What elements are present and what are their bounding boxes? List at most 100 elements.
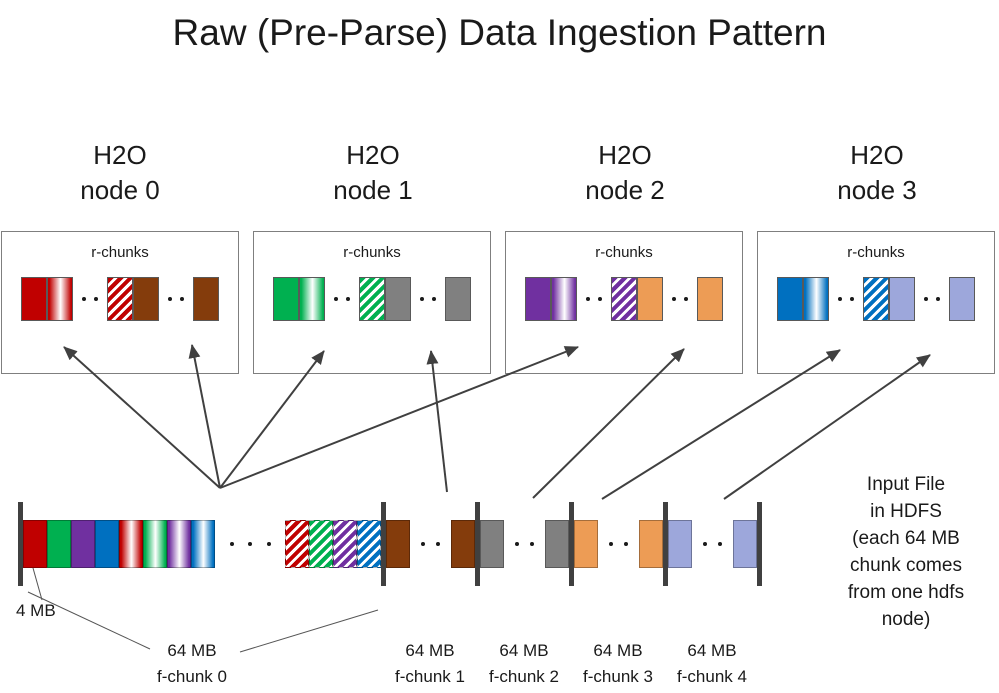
ellipsis-dots <box>598 542 639 546</box>
node-box-3: r-chunks <box>757 231 995 374</box>
chunk-boundary-bar <box>475 502 480 586</box>
ellipsis-dots <box>215 542 285 546</box>
hdfs-note-line: node) <box>881 608 931 630</box>
solid-block-purple <box>71 520 95 568</box>
chunk-boundary-bar <box>757 502 762 586</box>
solid-block-red <box>23 520 47 568</box>
dot <box>923 297 928 301</box>
fchunk-size: 64 MB <box>405 641 455 660</box>
gradient-rchunk <box>551 277 577 321</box>
fchunk-name: f-chunk 4 <box>677 666 747 686</box>
ellipsis-dots <box>577 297 611 301</box>
solid-block-brown <box>386 520 410 568</box>
leader-fchunk0-right <box>239 609 379 653</box>
hatch-block-purple <box>333 520 357 568</box>
dot <box>421 542 425 546</box>
solid-rchunk <box>697 277 723 321</box>
ellipsis-dots <box>915 297 949 301</box>
hdfs-file-strip <box>18 502 762 586</box>
hatch-block-blue <box>357 520 381 568</box>
fchunk-name: f-chunk 1 <box>395 666 465 686</box>
solid-rchunk <box>637 277 663 321</box>
solid-rchunk <box>193 277 219 321</box>
fchunk-size: 64 MB <box>499 641 549 660</box>
rchunk-row <box>2 277 238 321</box>
solid-block-blue <box>95 520 119 568</box>
solid-block-orange <box>574 520 598 568</box>
dot <box>180 297 185 301</box>
solid-rchunk <box>385 277 411 321</box>
node-header-line2: node 0 <box>80 175 160 206</box>
rchunks-label: r-chunks <box>595 244 653 261</box>
ellipsis-dots <box>410 542 451 546</box>
gradient-block-purple <box>167 520 191 568</box>
dot <box>229 542 234 546</box>
dot <box>718 542 722 546</box>
fchunk-size: 64 MB <box>687 641 737 660</box>
ellipsis-dots <box>663 297 697 301</box>
dot <box>530 542 534 546</box>
dot <box>936 297 941 301</box>
solid-rchunk <box>273 277 299 321</box>
gradient-block-red <box>119 520 143 568</box>
dot <box>419 297 424 301</box>
rchunks-label: r-chunks <box>91 244 149 261</box>
fchunk-name: f-chunk 0 <box>157 666 227 686</box>
rchunk-row <box>254 277 490 321</box>
dot <box>81 297 86 301</box>
rchunk-row <box>506 277 742 321</box>
solid-block-lavender <box>733 520 757 568</box>
dot <box>684 297 689 301</box>
node-header-line2: node 3 <box>837 175 917 206</box>
hdfs-note-line: Input File <box>866 474 946 495</box>
chunk-boundary-bar <box>569 502 574 586</box>
solid-block-orange <box>639 520 663 568</box>
dot <box>248 542 252 546</box>
node-box-0: r-chunks <box>1 231 239 374</box>
hatch-rchunk <box>863 277 889 321</box>
hatch-rchunk <box>107 277 133 321</box>
node-header-3: H2O node 3 <box>837 138 917 208</box>
fchunk-name: f-chunk 2 <box>489 666 559 686</box>
node-header-line1: H2O <box>850 140 904 170</box>
dot <box>515 542 519 546</box>
dot <box>436 542 440 546</box>
fchunk-name: f-chunk 3 <box>583 666 653 686</box>
solid-block-brown <box>451 520 475 568</box>
hdfs-note-line: chunk comes <box>850 554 962 576</box>
dot <box>671 297 676 301</box>
node-box-1: r-chunks <box>253 231 491 374</box>
gradient-rchunk <box>47 277 73 321</box>
gradient-rchunk <box>803 277 829 321</box>
solid-block-green <box>47 520 71 568</box>
hatch-rchunk <box>359 277 385 321</box>
fchunk-size: 64 MB <box>167 641 217 660</box>
dot <box>837 297 842 301</box>
gradient-block-blue <box>191 520 215 568</box>
dot <box>598 297 603 301</box>
ellipsis-dots <box>504 542 545 546</box>
solid-rchunk <box>949 277 975 321</box>
ellipsis-dots <box>692 542 733 546</box>
hdfs-note-line: from one hdfs <box>847 581 965 603</box>
node-header-line1: H2O <box>598 140 652 170</box>
chunk-boundary-bar <box>18 502 23 586</box>
rchunk-row <box>758 277 994 321</box>
dot <box>346 297 351 301</box>
solid-block-lavender <box>668 520 692 568</box>
node-box-2: r-chunks <box>505 231 743 374</box>
ellipsis-dots <box>73 297 107 301</box>
solid-block-gray <box>545 520 569 568</box>
rchunks-label: r-chunks <box>847 244 905 261</box>
hatch-block-green <box>309 520 333 568</box>
hdfs-note-line: in HDFS <box>870 500 942 522</box>
hatch-rchunk <box>611 277 637 321</box>
four-mb-label: 4 MB <box>16 601 56 620</box>
node-header-line1: H2O <box>346 140 400 170</box>
node-header-line1: H2O <box>93 140 147 170</box>
node-header-0: H2O node 0 <box>80 138 160 208</box>
solid-rchunk <box>777 277 803 321</box>
